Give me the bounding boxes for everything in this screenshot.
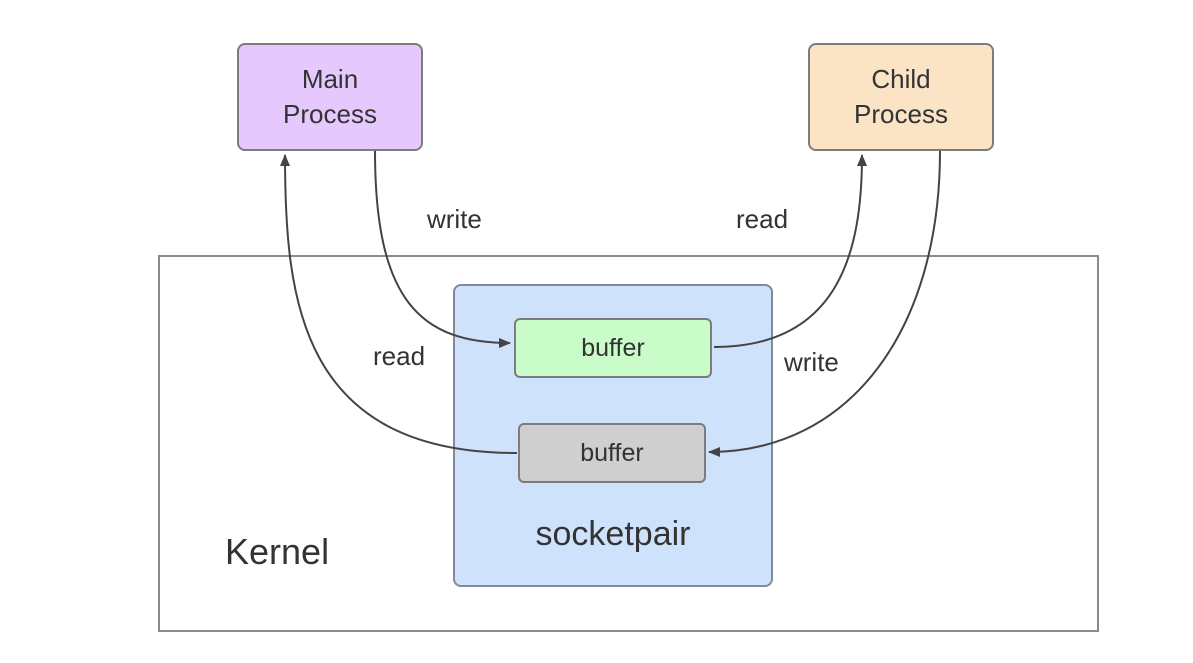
kernel-label: Kernel — [225, 531, 330, 572]
buffer-bottom-node: buffer — [518, 423, 706, 483]
main-write-arrow — [374, 150, 511, 348]
main-process-node: Main Process — [237, 43, 423, 151]
buffer-top-node: buffer — [514, 318, 712, 378]
child-read-label: read — [736, 204, 789, 234]
child-read-arrow — [713, 154, 867, 348]
socketpair-label: socketpair — [535, 515, 691, 553]
child-process-node: Child Process — [808, 43, 994, 151]
child-write-label: write — [784, 347, 839, 377]
main-read-arrow — [280, 154, 518, 454]
child-write-arrow — [708, 150, 941, 457]
main-read-label: read — [373, 341, 426, 371]
main-write-label: write — [427, 204, 482, 234]
